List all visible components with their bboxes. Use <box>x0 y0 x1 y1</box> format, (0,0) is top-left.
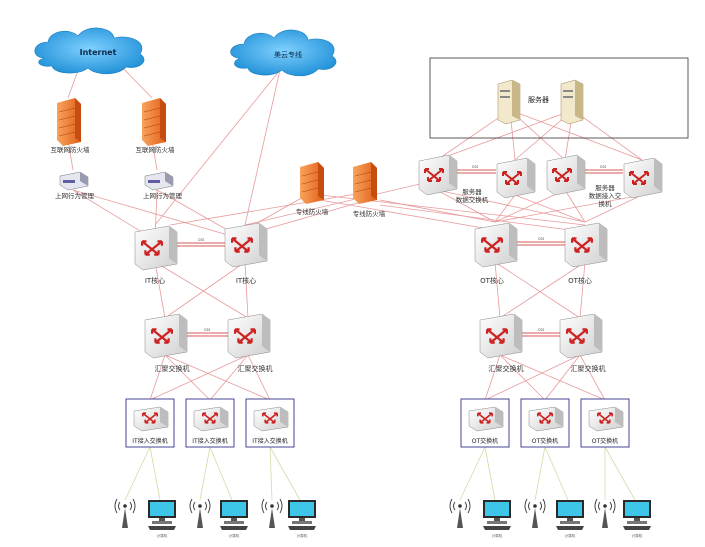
css-label: css <box>538 327 544 332</box>
ot-access-switch: OT交换机 <box>520 398 570 448</box>
computer-icon: 计算机 <box>220 500 248 538</box>
endpoints: 计算机 计算机 计算机 计算机 计算机 计算机 <box>114 498 651 538</box>
server-switch <box>546 154 586 196</box>
ot-core-label-1: OT核心 <box>480 276 504 285</box>
it-core-label-1: IT核心 <box>145 276 165 285</box>
access-links <box>124 446 636 501</box>
internet-cloud: Internet <box>34 27 145 75</box>
it-core-label-2: IT核心 <box>236 276 256 285</box>
it-access-label: IT接入交换机 <box>252 437 287 445</box>
computer-label: 计算机 <box>492 533 503 538</box>
line-firewall-label-2: 专线防火墙 <box>353 209 386 218</box>
server-data-switch-label: 服务器数据交换机 <box>456 187 489 204</box>
gateway-label-2: 上网行为管理 <box>143 191 183 200</box>
it-aggregation-label-1: 汇聚交换机 <box>155 364 190 373</box>
internet-firewall-label-1: 互联网防火墙 <box>51 145 91 154</box>
computer-label: 计算机 <box>632 533 643 538</box>
ot-core-label-2: OT核心 <box>568 276 592 285</box>
line-firewall-label-1: 专线防火墙 <box>296 207 329 216</box>
css-label: css <box>204 327 210 332</box>
wireless-ap-icon <box>449 498 471 528</box>
wireless-ap-icon <box>114 498 136 528</box>
computer-icon: 计算机 <box>148 500 176 538</box>
it-access-label: IT接入交换机 <box>132 437 167 445</box>
ot-access-label: OT交换机 <box>472 437 498 445</box>
computer-icon: 计算机 <box>556 500 584 538</box>
ot-core-switch <box>564 222 608 268</box>
links <box>67 64 643 401</box>
ot-access-label: OT交换机 <box>592 437 618 445</box>
computer-icon: 计算机 <box>288 500 316 538</box>
internet-label: Internet <box>80 48 117 57</box>
css-label: css <box>472 164 478 169</box>
computer-icon: 计算机 <box>483 500 511 538</box>
ot-aggregation-label-2: 汇聚交换机 <box>571 364 606 373</box>
server-icon <box>560 79 584 125</box>
ot-access-switch: OT交换机 <box>580 398 630 448</box>
css-label: css <box>538 236 544 241</box>
computer-icon: 计算机 <box>623 500 651 538</box>
gateway-label-1: 上网行为管理 <box>55 191 95 200</box>
ot-core-switch <box>474 222 518 268</box>
meiyun-cloud: 美云专线 <box>230 29 337 77</box>
css-label: css <box>600 164 606 169</box>
gateway-device-icon <box>59 171 89 191</box>
computer-label: 计算机 <box>157 533 168 538</box>
server-switch <box>418 154 458 196</box>
firewall-icon <box>142 98 166 146</box>
firewall-icon <box>353 162 377 204</box>
it-aggregation-label-2: 汇聚交换机 <box>238 364 273 373</box>
computer-label: 计算机 <box>565 533 576 538</box>
server-icon <box>497 79 521 125</box>
it-access-switch: IT接入交换机 <box>185 398 235 448</box>
it-core-switch <box>134 225 178 271</box>
css-label: css <box>198 237 204 242</box>
computer-label: 计算机 <box>229 533 240 538</box>
it-aggregation-switch <box>144 313 188 359</box>
server-frame <box>429 57 689 139</box>
it-aggregation-switch <box>227 313 271 359</box>
meiyun-label: 美云专线 <box>274 50 302 59</box>
ot-access-switch: OT交换机 <box>460 398 510 448</box>
ot-aggregation-label-1: 汇聚交换机 <box>489 364 524 373</box>
server-switch <box>623 157 663 199</box>
wireless-ap-icon <box>189 498 211 528</box>
it-access-label: IT接入交换机 <box>192 437 227 445</box>
gateway-device-icon <box>144 171 174 191</box>
computer-label: 计算机 <box>297 533 308 538</box>
ot-aggregation-switch <box>479 313 523 359</box>
it-core-switch <box>224 222 268 268</box>
wireless-ap-icon <box>594 498 616 528</box>
firewall-icon <box>300 162 324 204</box>
it-access-switch: IT接入交换机 <box>245 398 295 448</box>
server-label: 服务器 <box>528 95 549 104</box>
server-access-switch-label: 服务器数据接入交换机 <box>589 183 622 208</box>
wireless-ap-icon <box>524 498 546 528</box>
internet-firewall-label-2: 互联网防火墙 <box>136 145 176 154</box>
firewall-icon <box>57 98 81 146</box>
wireless-ap-icon <box>261 498 283 528</box>
server-switch <box>496 157 536 199</box>
it-access-switch: IT接入交换机 <box>125 398 175 448</box>
ot-aggregation-switch <box>559 313 603 359</box>
ot-access-label: OT交换机 <box>532 437 558 445</box>
